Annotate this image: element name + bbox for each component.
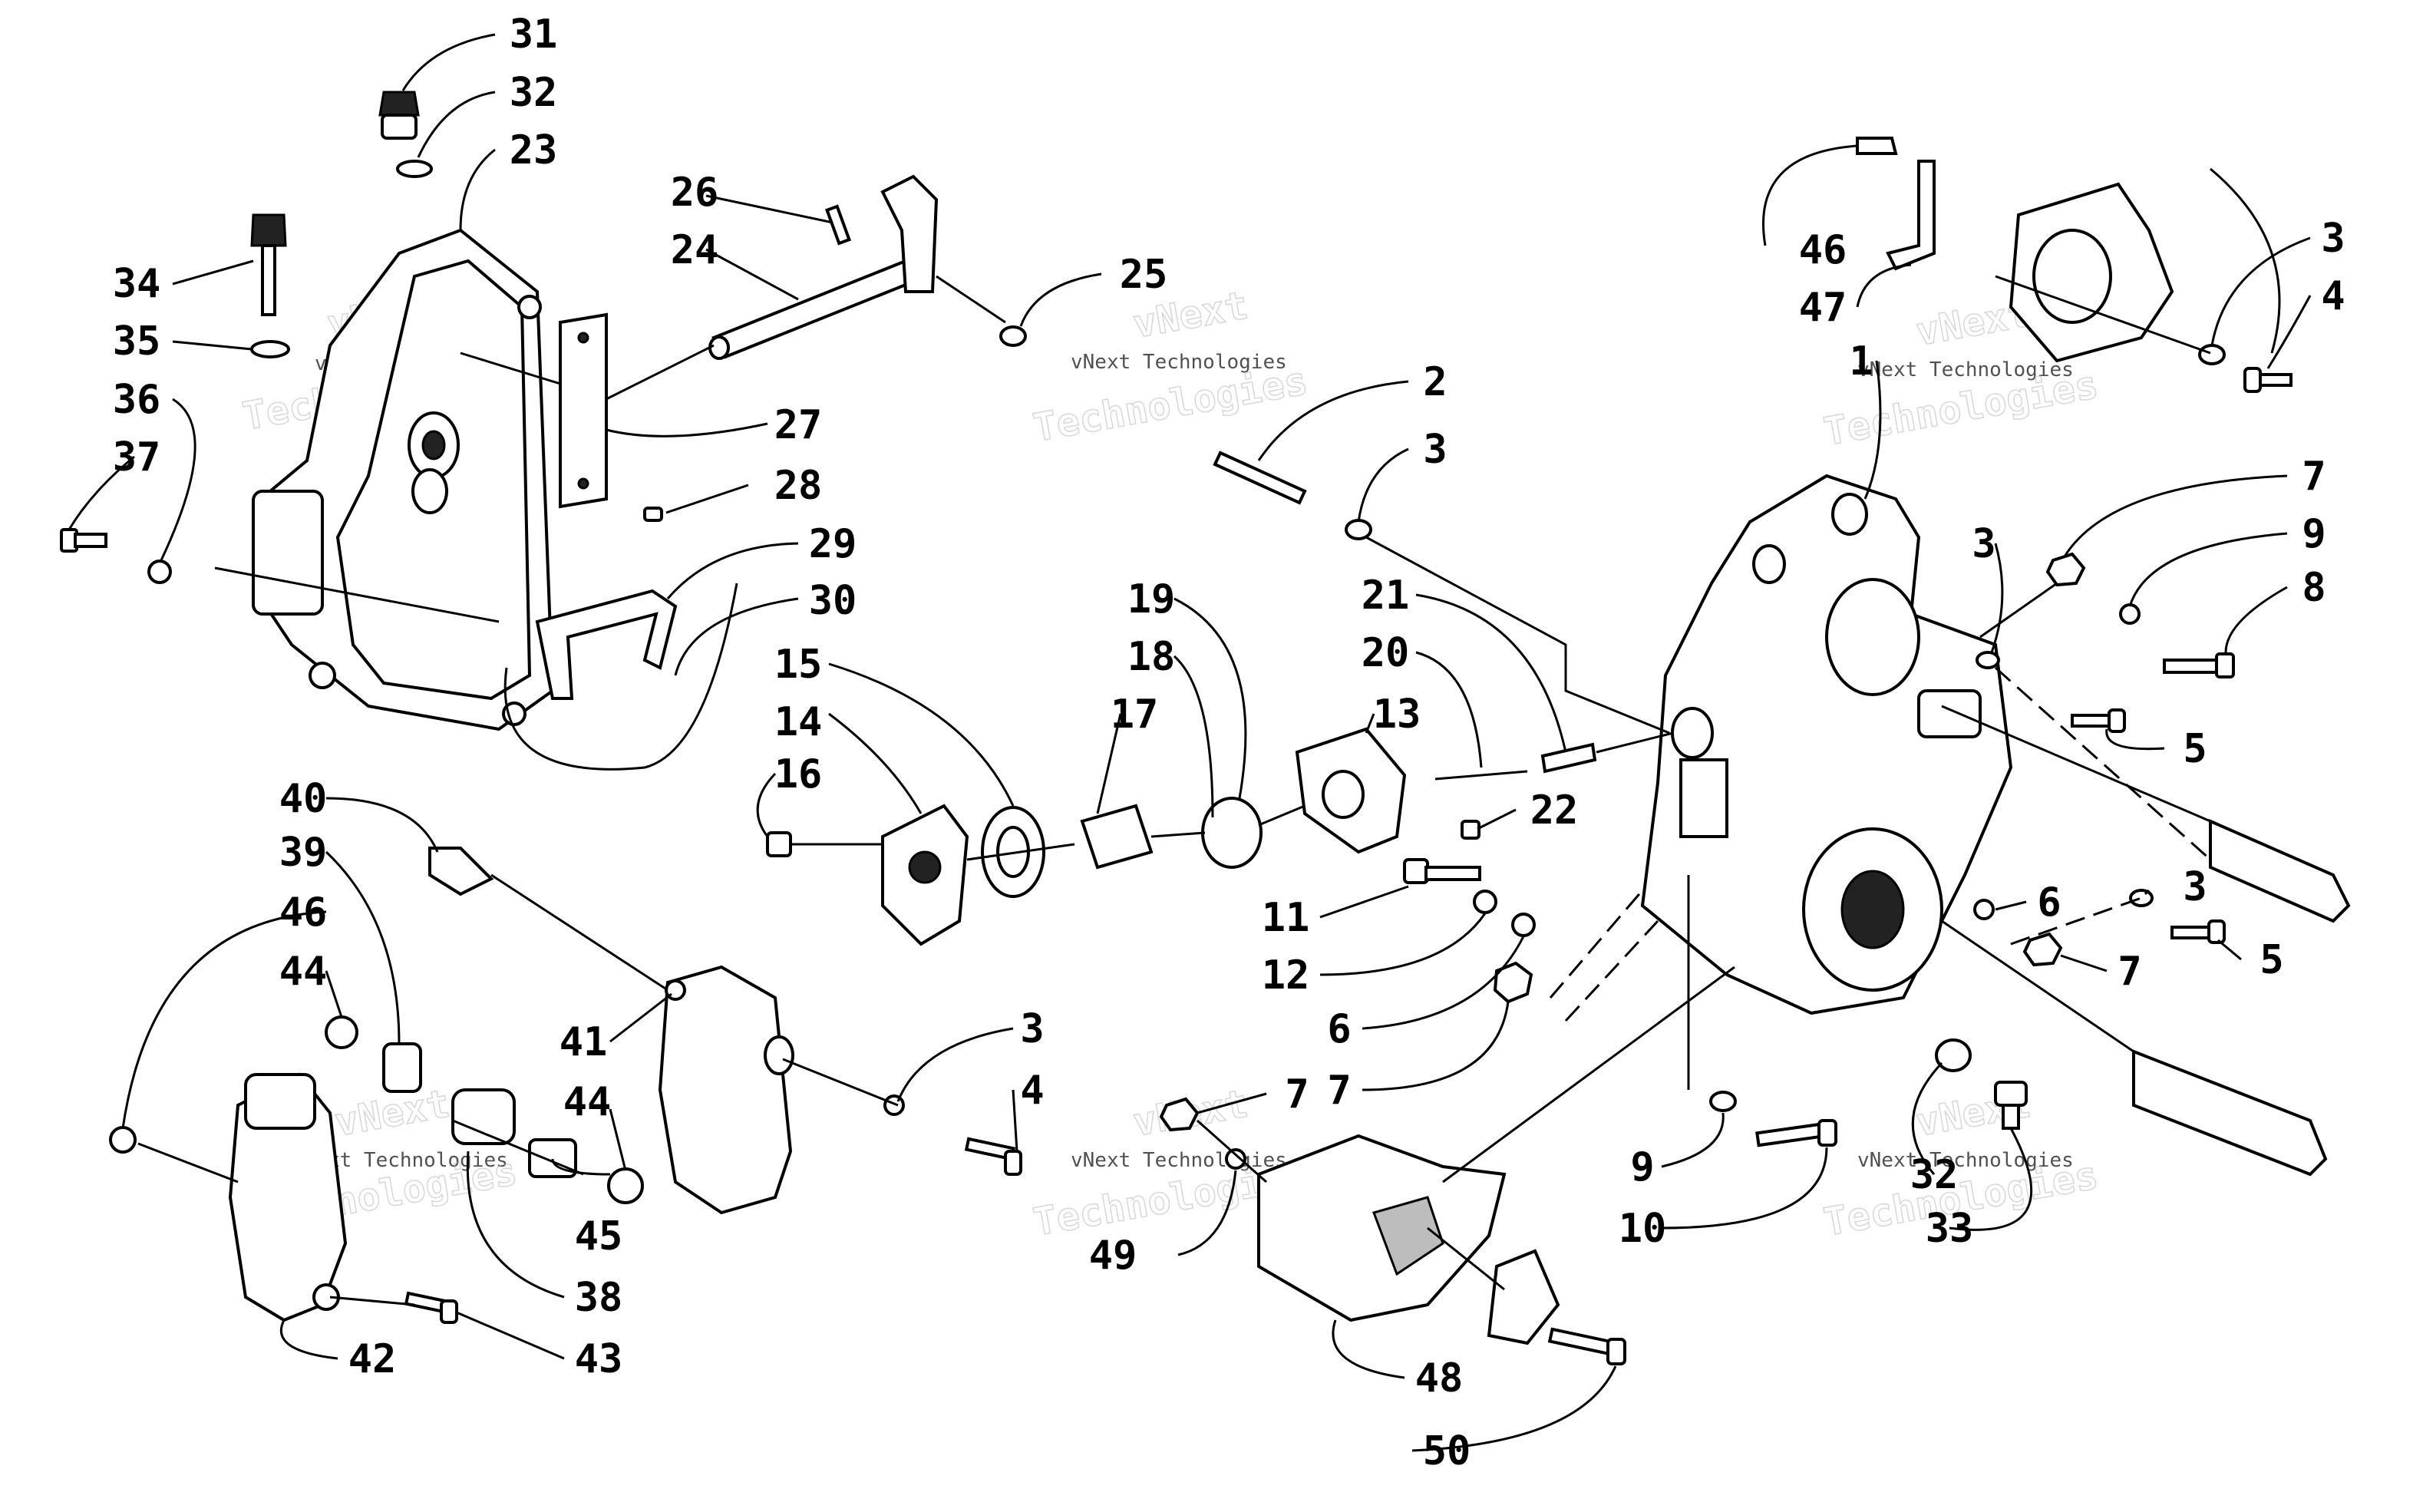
slider-block (1159, 1097, 1626, 1365)
callout-3: 3 (1423, 427, 1447, 473)
callout-4: 4 (1020, 1068, 1044, 1114)
callout-34: 34 (113, 261, 161, 307)
brake-assembly (766, 797, 1263, 946)
callout-3: 3 (2321, 216, 2345, 262)
callout-39: 39 (279, 830, 328, 876)
callout-1: 1 (1849, 338, 1873, 385)
callout-37: 37 (113, 434, 161, 480)
callout-48: 48 (1415, 1355, 1464, 1401)
callout-25: 25 (1120, 252, 1168, 298)
torque-bracket (109, 847, 644, 1324)
callout-42: 42 (348, 1336, 397, 1382)
watermark-text: vNext Technologies (1857, 358, 2074, 381)
callout-22: 22 (1530, 787, 1579, 834)
callout-45: 45 (575, 1213, 623, 1259)
callout-19: 19 (1127, 576, 1176, 622)
callout-35: 35 (113, 319, 161, 365)
fill-plug (378, 91, 433, 178)
lower-shaft (2132, 1049, 2328, 1177)
callout-14: 14 (774, 699, 823, 745)
callout-9: 9 (1630, 1144, 1654, 1190)
shift-shaft (708, 174, 1027, 360)
callout-7: 7 (1327, 1068, 1351, 1114)
callout-5: 5 (2183, 726, 2207, 772)
callout-3: 3 (2183, 864, 2207, 910)
callout-20: 20 (1362, 630, 1410, 676)
caliper (1295, 727, 1597, 854)
callout-16: 16 (774, 751, 823, 797)
callout-7: 7 (2302, 454, 2326, 500)
callout-47: 47 (1799, 285, 1847, 331)
callout-32: 32 (510, 70, 558, 116)
callout-2: 2 (1423, 359, 1447, 405)
callout-46: 46 (279, 890, 328, 936)
callout-31: 31 (510, 12, 558, 58)
bearing-flange (1856, 137, 2293, 393)
callout-40: 40 (279, 776, 328, 822)
chaincase-cover (252, 228, 555, 731)
callout-44: 44 (563, 1079, 612, 1125)
callout-27: 27 (774, 402, 823, 448)
callout-10: 10 (1619, 1206, 1667, 1252)
parts (60, 91, 2351, 1365)
callout-28: 28 (774, 463, 823, 509)
plate-27 (559, 312, 663, 522)
callout-38: 38 (575, 1275, 623, 1321)
handle (503, 583, 738, 771)
callout-8: 8 (2302, 565, 2326, 611)
bolt-10 (1709, 1091, 1837, 1147)
watermark-text: vNext Technologies (1071, 351, 1287, 374)
callout-3: 3 (1972, 521, 1995, 567)
assembly-lines (137, 275, 2211, 1306)
callout-4: 4 (2321, 273, 2345, 319)
callout-7: 7 (2118, 949, 2141, 995)
callout-15: 15 (774, 642, 823, 688)
bolt-37 (60, 528, 172, 584)
callout-29: 29 (809, 521, 857, 567)
callouts: 31 32 23 34 35 36 37 26 24 25 27 28 29 3… (113, 12, 2345, 1474)
callout-50: 50 (1423, 1428, 1471, 1474)
callout-23: 23 (510, 127, 558, 173)
chaincase-housing (1640, 474, 2013, 1015)
callout-30: 30 (809, 578, 857, 624)
callout-6: 6 (2037, 880, 2061, 926)
callout-21: 21 (1362, 573, 1410, 619)
callout-33: 33 (1926, 1206, 1974, 1252)
watermark-text: vNext Technologies (1857, 1149, 2074, 1172)
callout-46: 46 (1799, 227, 1847, 273)
callout-11: 11 (1262, 895, 1310, 941)
callout-7: 7 (1285, 1071, 1309, 1117)
callout-32: 32 (1910, 1152, 1959, 1198)
callout-36: 36 (113, 377, 161, 423)
callout-49: 49 (1089, 1233, 1137, 1279)
callout-3: 3 (1020, 1006, 1044, 1052)
callout-9: 9 (2302, 511, 2326, 557)
callout-26: 26 (671, 170, 719, 216)
stud-2 (1213, 451, 1372, 540)
callout-12: 12 (1262, 952, 1310, 999)
callout-24: 24 (671, 227, 719, 273)
mount-bracket (658, 965, 1022, 1215)
callout-41: 41 (560, 1019, 608, 1065)
bolt-11 (1403, 858, 1536, 1004)
callout-43: 43 (575, 1336, 623, 1382)
callout-17: 17 (1111, 692, 1159, 738)
callout-18: 18 (1127, 634, 1176, 680)
callout-5: 5 (2260, 937, 2283, 983)
upper-shaft (2209, 818, 2351, 923)
callout-6: 6 (1327, 1006, 1351, 1052)
callout-13: 13 (1373, 692, 1421, 738)
watermark-2: vNext Technologies Technologies vNext (1029, 282, 1311, 451)
dipstick (250, 213, 290, 358)
callout-44: 44 (279, 949, 328, 995)
right-fasteners (1973, 552, 2235, 967)
